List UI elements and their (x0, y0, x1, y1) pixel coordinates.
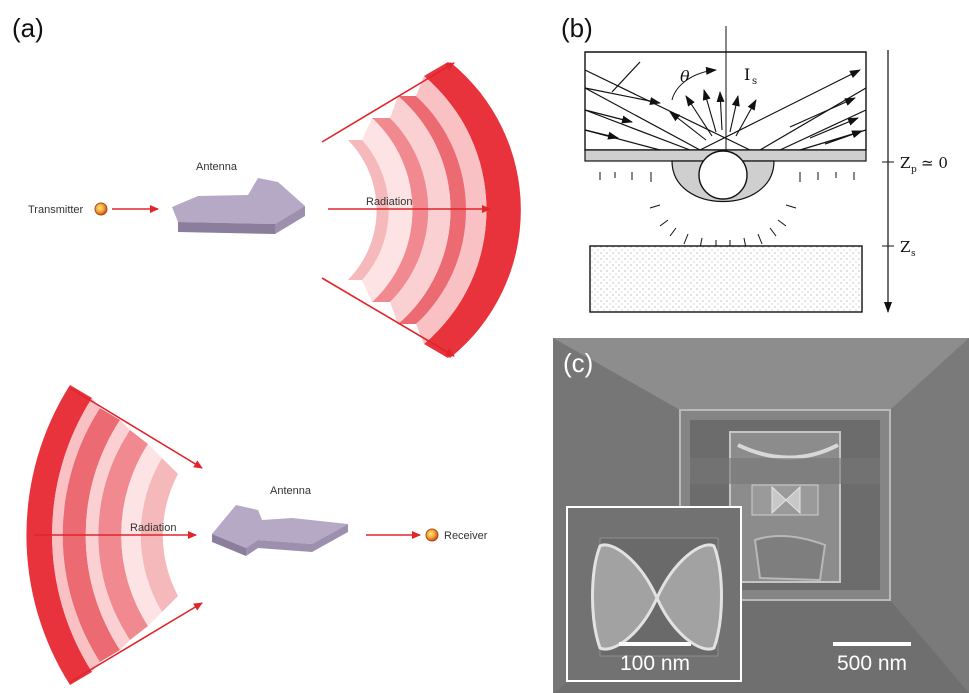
inset-scale-label: 100 nm (620, 652, 690, 675)
panel-a: (a) Radiation Transmitt (12, 13, 521, 685)
zs-subscript: s (911, 249, 916, 259)
wave-bands-transmit (348, 62, 519, 358)
main-scale-label: 500 nm (837, 652, 907, 675)
antenna-label-transmit: Antenna (196, 161, 238, 173)
transmitter-icon (94, 202, 108, 216)
light-rays (584, 61, 867, 151)
ray-upper-transmit (321, 62, 455, 143)
panel-a-label: (a) (12, 13, 44, 43)
zp-value: ≃ 0 (921, 154, 948, 172)
receiver-icon (425, 528, 439, 542)
particle (698, 150, 748, 200)
transmitter-label: Transmitter (28, 204, 84, 216)
theta-symbol: θ (680, 67, 690, 86)
inset-scale-bar (619, 642, 691, 646)
ray-lower-transmit (321, 277, 455, 357)
ray-lower-receive (69, 602, 203, 683)
receiver-label: Receiver (444, 530, 488, 542)
ray-upper-receive (69, 387, 203, 469)
evanescent-ticks (599, 172, 855, 250)
panel-b-label: (b) (561, 13, 593, 43)
radiation-label-transmit: Radiation (366, 196, 412, 208)
intensity-subscript: s (752, 76, 757, 87)
transmit-diagram: Radiation Transmitter Antenna (28, 62, 521, 358)
sample-substrate (589, 245, 863, 313)
theta-arc (671, 66, 717, 101)
panel-c: (c) 100 nm 500 nm (553, 338, 969, 693)
sem-inset: 100 nm (566, 506, 742, 682)
antenna-shape-receive (212, 505, 348, 556)
scattered-light (669, 89, 757, 141)
panel-c-label: (c) (563, 348, 593, 378)
zs-label: Z (900, 238, 910, 256)
antenna-shape-transmit (172, 178, 305, 234)
panel-b: (b) (561, 13, 948, 313)
main-scale-bar (833, 642, 911, 646)
zp-subscript: p (911, 165, 917, 175)
radiation-label-receive: Radiation (130, 522, 176, 534)
receive-diagram: Radiation Antenna Receiver (26, 385, 488, 685)
wave-bands-receive (26, 385, 178, 685)
intensity-label: I (744, 65, 750, 84)
zp-label: Z (900, 154, 910, 172)
antenna-label-receive: Antenna (270, 485, 312, 497)
